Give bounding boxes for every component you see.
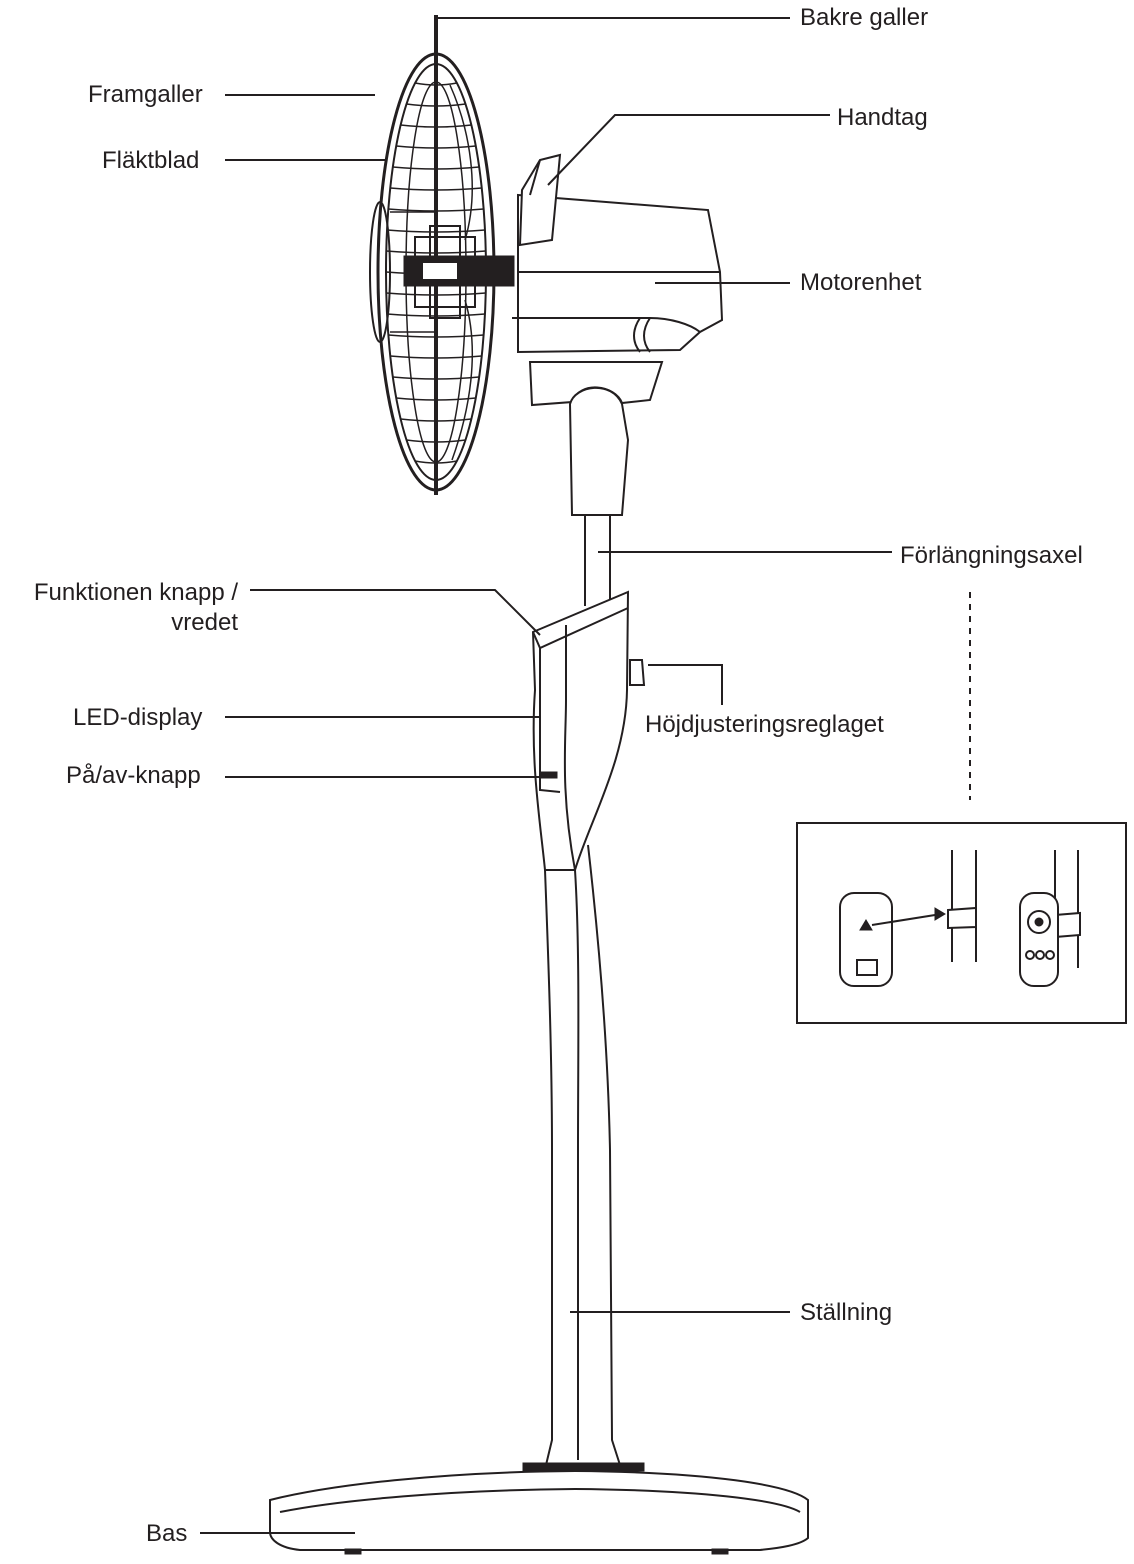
label-front-grille: Framgaller (88, 81, 203, 108)
label-motor-unit: Motorenhet (800, 269, 922, 296)
label-led-display: LED-display (73, 704, 203, 731)
motor-unit-drawing (512, 193, 724, 354)
label-function-button: Funktionen knapp / vredet (34, 578, 238, 638)
stand-upper-drawing (531, 590, 646, 871)
label-height-adjuster: Höjdjusteringsreglaget (645, 711, 884, 738)
label-power-button: På/av-knapp (66, 762, 201, 789)
label-rear-grille: Bakre galler (800, 4, 929, 31)
stand-pole-drawing (544, 844, 621, 1466)
base-drawing (269, 1462, 809, 1555)
label-function-button-line1: Funktionen knapp / (33, 579, 238, 606)
extension-shaft-drawing (584, 515, 611, 606)
label-stand: Ställning (800, 1299, 893, 1326)
label-base: Bas (146, 1520, 188, 1547)
tilt-joint-drawing (528, 361, 664, 516)
fan-blade-drawing (403, 84, 515, 461)
label-extension-shaft: Förlängningsaxel (900, 542, 1083, 569)
remote-storage-inset (796, 592, 1127, 1024)
label-function-button-line2: vredet (171, 609, 238, 636)
label-fan-blade: Fläktblad (102, 147, 200, 174)
handle-drawing (518, 153, 562, 247)
leader-lines (200, 17, 892, 1534)
label-handle: Handtag (837, 104, 928, 131)
